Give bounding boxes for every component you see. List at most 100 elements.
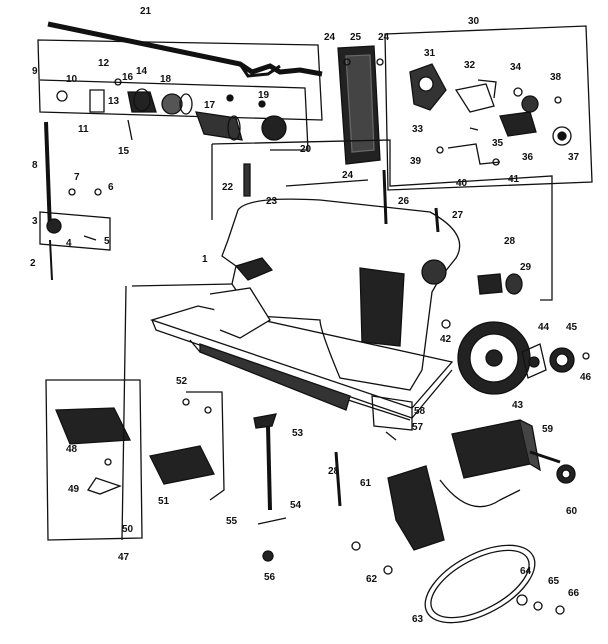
label-16: 16 xyxy=(122,72,134,83)
label-1: 1 xyxy=(202,254,208,265)
needle-bar xyxy=(44,121,52,231)
label-6: 6 xyxy=(108,182,114,193)
label-29: 29 xyxy=(520,262,532,273)
label-46: 46 xyxy=(580,372,592,383)
label-66: 66 xyxy=(568,588,580,599)
label-32: 32 xyxy=(464,60,476,71)
washer-64 xyxy=(516,594,528,606)
label-28-lower: 28 xyxy=(328,466,340,477)
label-37: 37 xyxy=(568,152,580,163)
label-43: 43 xyxy=(512,400,524,411)
stud-54 xyxy=(266,425,272,511)
screw-62 xyxy=(351,541,361,551)
motor xyxy=(451,419,531,479)
label-19: 19 xyxy=(258,90,270,101)
label-5: 5 xyxy=(104,236,110,247)
label-47: 47 xyxy=(118,552,130,563)
bed-underside xyxy=(199,343,351,411)
label-21: 21 xyxy=(140,6,152,17)
frame-line xyxy=(121,283,233,541)
upper-panel xyxy=(211,139,553,301)
label-27: 27 xyxy=(452,210,464,221)
label-60: 60 xyxy=(566,506,578,517)
label-30: 30 xyxy=(468,16,480,27)
label-14: 14 xyxy=(136,66,148,77)
bushing-parts xyxy=(56,78,287,141)
nameplate xyxy=(285,179,369,187)
motor-bracket xyxy=(387,465,445,551)
machine-head xyxy=(221,198,461,391)
screw-57 xyxy=(385,431,397,441)
label-39: 39 xyxy=(410,156,422,167)
label-52: 52 xyxy=(176,376,188,387)
label-4: 4 xyxy=(66,238,72,249)
label-20: 20 xyxy=(300,144,312,155)
label-2: 2 xyxy=(30,258,36,269)
label-7: 7 xyxy=(74,172,80,183)
label-33: 33 xyxy=(412,124,424,135)
throat-plate xyxy=(149,445,215,485)
label-40: 40 xyxy=(456,178,468,189)
label-12: 12 xyxy=(98,58,110,69)
screw-66 xyxy=(555,605,565,615)
label-57: 57 xyxy=(412,422,424,433)
feed-mechanism-panel xyxy=(384,25,593,191)
label-50: 50 xyxy=(122,524,134,535)
thread-guide-parts xyxy=(39,188,111,251)
label-65: 65 xyxy=(548,576,560,587)
label-15: 15 xyxy=(118,146,130,157)
head-window xyxy=(359,267,405,347)
label-61: 61 xyxy=(360,478,372,489)
washer-44 xyxy=(521,343,547,379)
arm-shaft xyxy=(47,21,323,77)
label-28: 28 xyxy=(504,236,516,247)
label-34: 34 xyxy=(510,62,522,73)
screw-52 xyxy=(182,398,190,406)
bracket-58 xyxy=(371,395,413,431)
head-wheel-hub xyxy=(421,259,447,285)
face-plate-screw xyxy=(343,58,351,66)
machine-bed xyxy=(149,305,454,409)
drive-belt xyxy=(424,544,536,624)
label-56: 56 xyxy=(264,572,276,583)
label-36: 36 xyxy=(522,152,534,163)
label-45: 45 xyxy=(566,322,578,333)
label-13: 13 xyxy=(108,96,120,107)
label-38: 38 xyxy=(550,72,562,83)
label-10: 10 xyxy=(66,74,78,85)
motor-cable xyxy=(439,479,521,508)
label-49: 49 xyxy=(68,484,80,495)
motor-shaft xyxy=(529,450,561,464)
arm-shaft-crank xyxy=(238,63,281,78)
label-25: 25 xyxy=(350,32,362,43)
label-44: 44 xyxy=(538,322,550,333)
label-54: 54 xyxy=(290,500,302,511)
label-64: 64 xyxy=(520,566,532,577)
presser-foot xyxy=(209,287,271,339)
label-8: 8 xyxy=(32,160,38,171)
label-17: 17 xyxy=(204,100,216,111)
label-58: 58 xyxy=(414,406,426,417)
arm-shaft-panel xyxy=(37,39,323,121)
label-53: 53 xyxy=(292,428,304,439)
slide-plate xyxy=(55,407,132,445)
label-62: 62 xyxy=(366,574,378,585)
pin-29 xyxy=(334,451,342,507)
label-63: 63 xyxy=(412,614,424,625)
screw-46 xyxy=(582,352,590,360)
label-42: 42 xyxy=(440,334,452,345)
label-23: 23 xyxy=(266,196,278,207)
label-35: 35 xyxy=(492,138,504,149)
screw-22 xyxy=(243,163,251,197)
feed-mechanism-parts xyxy=(409,63,572,166)
pin-26 xyxy=(382,169,388,225)
needle xyxy=(49,239,53,281)
bushing-panel xyxy=(39,79,309,151)
label-26: 26 xyxy=(398,196,410,207)
label-9: 9 xyxy=(32,66,38,77)
slide-plate-springs xyxy=(86,458,122,495)
label-11: 11 xyxy=(78,124,89,135)
knob-53 xyxy=(253,413,277,429)
label-31: 31 xyxy=(424,48,436,59)
